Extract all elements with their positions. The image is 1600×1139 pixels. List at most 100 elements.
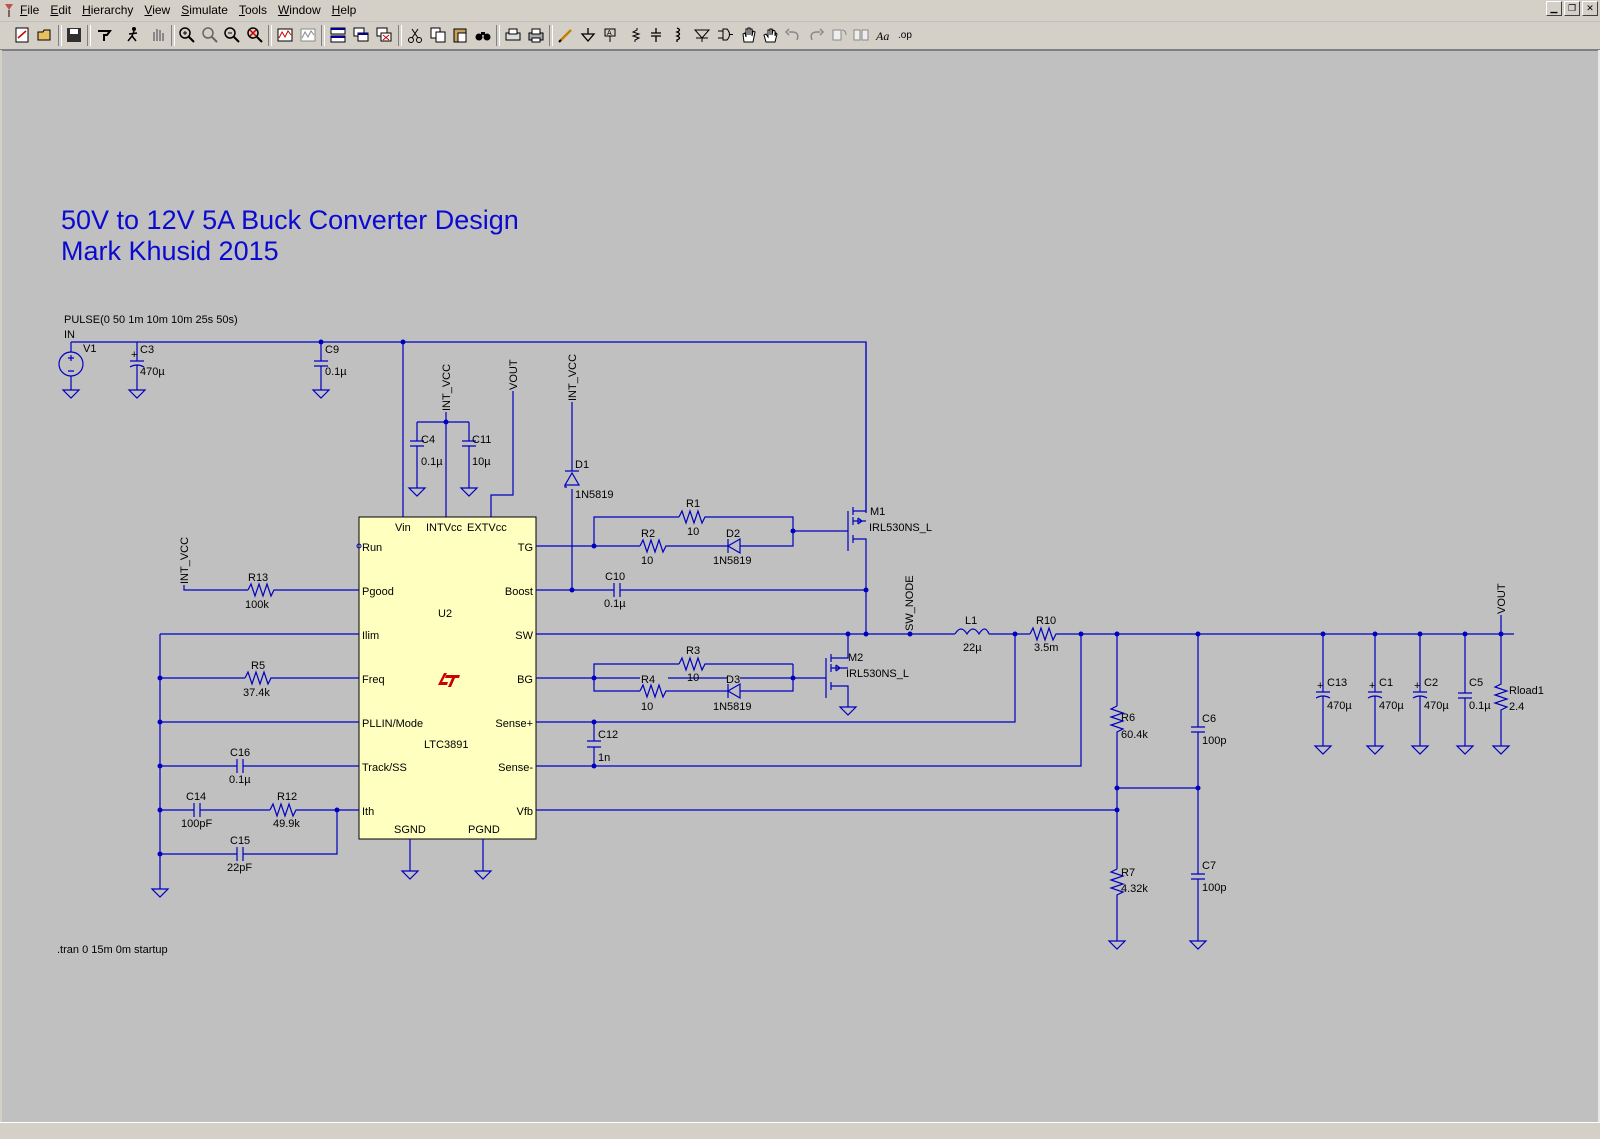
cascade-icon[interactable] bbox=[351, 25, 371, 45]
resistor-r12[interactable] bbox=[269, 802, 298, 818]
m2-value: IRL530NS_L bbox=[846, 668, 909, 680]
inductor-l1[interactable] bbox=[954, 628, 990, 636]
c11-name: C11 bbox=[472, 434, 491, 446]
diode-d2[interactable] bbox=[726, 537, 741, 555]
voltage-source-v1[interactable] bbox=[58, 342, 84, 399]
mosfet-m2[interactable] bbox=[825, 634, 858, 716]
spice-directive-icon[interactable]: .op bbox=[896, 25, 916, 45]
schematic-canvas[interactable]: 50V to 12V 5A Buck Converter Design Mark… bbox=[2, 50, 1600, 1123]
resistor-r10[interactable] bbox=[1029, 626, 1058, 642]
c11-value: 10µ bbox=[472, 456, 491, 468]
mosfet-m1[interactable] bbox=[847, 342, 867, 634]
ground-icon[interactable] bbox=[578, 25, 598, 45]
capacitor-c12[interactable] bbox=[587, 722, 601, 766]
menu-hierarchy[interactable]: Hierarchy bbox=[82, 3, 134, 17]
move-icon[interactable] bbox=[738, 25, 758, 45]
capacitor-c1[interactable]: + bbox=[1365, 634, 1385, 755]
undo-icon[interactable] bbox=[783, 25, 803, 45]
d3-name: D3 bbox=[726, 674, 740, 686]
waveform-icon[interactable] bbox=[298, 25, 318, 45]
diode-d1[interactable] bbox=[563, 470, 581, 488]
zoom-in-icon[interactable] bbox=[177, 25, 197, 45]
capacitor-c5[interactable] bbox=[1455, 634, 1475, 755]
menu-window[interactable]: Window bbox=[277, 3, 321, 17]
menu-simulate[interactable]: Simulate bbox=[181, 3, 228, 17]
text-icon[interactable]: Aa bbox=[874, 25, 894, 45]
toolbar: A Aa .op bbox=[0, 22, 1600, 50]
capacitor-c6[interactable] bbox=[1191, 634, 1205, 788]
rload1-value: 2.4 bbox=[1509, 701, 1524, 713]
control-panel-icon[interactable] bbox=[94, 25, 114, 45]
close-all-icon[interactable] bbox=[374, 25, 394, 45]
restore-button[interactable]: ❐ bbox=[1564, 1, 1580, 16]
print-icon[interactable] bbox=[526, 25, 546, 45]
inductor-icon[interactable] bbox=[668, 25, 688, 45]
tile-icon[interactable] bbox=[328, 25, 348, 45]
autorange-icon[interactable] bbox=[275, 25, 295, 45]
svg-text:.op: .op bbox=[898, 30, 912, 41]
c7-name: C7 bbox=[1202, 860, 1216, 872]
resistor-r1[interactable] bbox=[678, 509, 707, 525]
component-icon[interactable] bbox=[715, 25, 735, 45]
r10-name: R10 bbox=[1036, 615, 1056, 627]
minimize-button[interactable]: ▁ bbox=[1546, 1, 1562, 16]
r2-name: R2 bbox=[641, 528, 655, 540]
capacitor-icon[interactable] bbox=[646, 25, 666, 45]
pin-track-ss: Track/SS bbox=[362, 762, 407, 774]
zoom-out-icon[interactable] bbox=[222, 25, 242, 45]
diode-icon[interactable] bbox=[692, 25, 712, 45]
v1-name: V1 bbox=[83, 343, 96, 355]
spice-directive[interactable]: .tran 0 15m 0m startup bbox=[57, 944, 168, 956]
drag-icon[interactable] bbox=[760, 25, 780, 45]
resistor-r6[interactable] bbox=[1109, 705, 1125, 736]
draw-wire-icon[interactable] bbox=[556, 25, 576, 45]
d1-name: D1 bbox=[575, 459, 589, 471]
resistor-r4[interactable] bbox=[639, 683, 668, 699]
find-icon[interactable] bbox=[473, 25, 493, 45]
resistor-r3[interactable] bbox=[678, 656, 707, 672]
halt-icon[interactable] bbox=[148, 25, 168, 45]
save-icon[interactable] bbox=[64, 25, 84, 45]
resistor-r5[interactable] bbox=[244, 670, 273, 686]
resistor-r2[interactable] bbox=[639, 538, 668, 554]
resistor-r7[interactable] bbox=[1109, 868, 1125, 899]
menu-help[interactable]: Help bbox=[331, 3, 357, 17]
capacitor-c11[interactable] bbox=[459, 440, 479, 497]
menu-view[interactable]: View bbox=[144, 3, 171, 17]
open-icon[interactable] bbox=[35, 25, 55, 45]
capacitor-c13[interactable]: + bbox=[1313, 634, 1333, 755]
close-button[interactable]: ✕ bbox=[1582, 1, 1598, 16]
resistor-rload1[interactable] bbox=[1491, 615, 1511, 755]
redo-icon[interactable] bbox=[806, 25, 826, 45]
c6-name: C6 bbox=[1202, 713, 1216, 725]
resistor-r13[interactable] bbox=[247, 582, 276, 598]
pin-sense-plus: Sense+ bbox=[495, 718, 533, 730]
schematic-drawing[interactable]: 50V to 12V 5A Buck Converter Design Mark… bbox=[2, 51, 1600, 1123]
print-setup-icon[interactable] bbox=[503, 25, 523, 45]
c2-name: C2 bbox=[1424, 677, 1438, 689]
capacitor-c3[interactable]: + bbox=[127, 342, 147, 399]
resistor-icon[interactable] bbox=[624, 25, 644, 45]
c15-name: C15 bbox=[230, 835, 250, 847]
capacitor-c4[interactable] bbox=[407, 440, 427, 497]
diode-d3[interactable] bbox=[726, 682, 741, 700]
paste-icon[interactable] bbox=[450, 25, 470, 45]
capacitor-c7[interactable] bbox=[1188, 788, 1208, 950]
menu-file[interactable]: File bbox=[20, 3, 40, 17]
c3-name: C3 bbox=[140, 344, 154, 356]
new-schematic-icon[interactable] bbox=[12, 25, 32, 45]
run-icon[interactable] bbox=[123, 25, 143, 45]
zoom-pan-icon[interactable] bbox=[200, 25, 220, 45]
c4-value: 0.1µ bbox=[421, 456, 443, 468]
rotate-icon[interactable] bbox=[829, 25, 849, 45]
capacitor-c9[interactable] bbox=[311, 342, 331, 399]
label-net-icon[interactable]: A bbox=[601, 25, 621, 45]
menu-tools[interactable]: Tools bbox=[238, 3, 267, 17]
menu-edit[interactable]: Edit bbox=[50, 3, 72, 17]
mirror-icon[interactable] bbox=[851, 25, 871, 45]
cut-icon[interactable] bbox=[405, 25, 425, 45]
capacitor-c2[interactable]: + bbox=[1410, 634, 1430, 755]
c5-name: C5 bbox=[1469, 677, 1483, 689]
zoom-fit-icon[interactable] bbox=[245, 25, 265, 45]
copy-icon[interactable] bbox=[428, 25, 448, 45]
